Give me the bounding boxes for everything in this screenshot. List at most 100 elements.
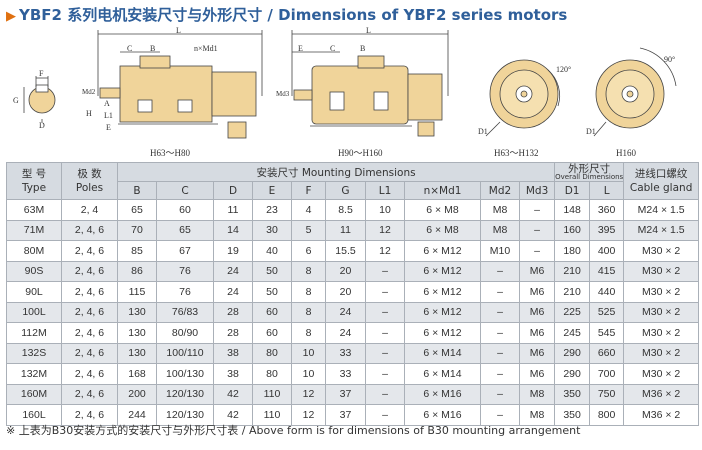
table-cell: 180 (554, 240, 591, 262)
table-cell: 2, 4, 6 (61, 342, 118, 364)
table-cell: M8 (518, 404, 556, 426)
table-cell: 90S (6, 260, 62, 282)
table-cell: – (480, 260, 520, 282)
table-cell: 70 (117, 219, 157, 241)
table-cell: 700 (589, 363, 625, 385)
table-cell: M30 × 2 (623, 363, 700, 385)
dim-label-D: D (39, 121, 45, 130)
table-cell: 8 (291, 301, 326, 323)
table-cell: 80 (252, 363, 292, 385)
table-cell: 30 (252, 219, 292, 241)
table-cell: – (365, 342, 405, 364)
header-col-nMd1: n×Md1 (404, 181, 481, 200)
table-cell: 65 (117, 199, 157, 221)
header-cable-gland: 进线口螺纹 Cable gland (623, 162, 700, 200)
table-cell: 24 (325, 322, 366, 344)
table-cell: M36 × 2 (623, 404, 700, 426)
table-cell: 210 (554, 281, 591, 303)
table-cell: 10 (291, 363, 326, 385)
table-cell: 76/83 (156, 301, 214, 323)
angle-label-90: 90° (664, 55, 675, 64)
table-cell: – (365, 260, 405, 282)
header-col-F: F (291, 181, 326, 200)
table-cell: 2, 4, 6 (61, 322, 118, 344)
table-cell: 800 (589, 404, 625, 426)
table-cell: M24 × 1.5 (623, 219, 700, 241)
header-col-E: E (252, 181, 292, 200)
title-text: YBF2 系列电机安装尺寸与外形尺寸 / Dimensions of YBF2 … (19, 6, 568, 24)
header-col-Md2: Md2 (480, 181, 520, 200)
table-cell: 24 (213, 260, 253, 282)
table-cell: 110 (252, 383, 292, 405)
table-cell: 290 (554, 342, 591, 364)
table-cell: 160M (6, 383, 62, 405)
header-poles: 极 数 Poles (61, 162, 118, 200)
table-cell: – (365, 363, 405, 385)
table-cell: 120/130 (156, 404, 214, 426)
table-cell: 200 (117, 383, 157, 405)
table-cell: 395 (589, 219, 625, 241)
table-cell: – (480, 404, 520, 426)
table-cell: 440 (589, 281, 625, 303)
dim-label-D1-fig4: D1 (586, 127, 596, 136)
table-cell: – (480, 383, 520, 405)
table-cell: 28 (213, 301, 253, 323)
table-cell: – (518, 240, 556, 262)
dim-label-B-fig2: B (360, 44, 365, 53)
header-col-B: B (117, 181, 157, 200)
table-cell: 148 (554, 199, 591, 221)
table-cell: 28 (213, 322, 253, 344)
table-cell: 210 (554, 260, 591, 282)
table-cell: 360 (589, 199, 625, 221)
table-cell: M6 (518, 281, 556, 303)
table-cell: 110 (252, 404, 292, 426)
table-cell: 2, 4, 6 (61, 301, 118, 323)
table-cell: 245 (554, 322, 591, 344)
table-cell: 63M (6, 199, 62, 221)
table-cell: – (480, 322, 520, 344)
table-cell: 67 (156, 240, 214, 262)
header-model: 型 号 Type (6, 162, 62, 200)
table-cell: M10 (480, 240, 520, 262)
table-cell: 76 (156, 260, 214, 282)
table-header-row-2: B C D E F G L1 n×Md1 Md2 Md3 D1 L (7, 181, 699, 200)
dim-label-A: A (104, 99, 110, 108)
table-cell: 8 (291, 281, 326, 303)
table-cell: M8 (480, 219, 520, 241)
header-overall-dimensions: 外形尺寸 Overall Dimensions (554, 162, 625, 182)
motor-side-view-h90-h160: L E C B Md3 H90～H160 (276, 26, 449, 158)
table-cell: 100/110 (156, 342, 214, 364)
table-cell: 42 (213, 383, 253, 405)
table-cell: 6 × M14 (404, 363, 481, 385)
footnote: ※ 上表为B30安装方式的安装尺寸与外形尺寸表 / Above form is … (6, 424, 581, 437)
header-gland-en: Cable gland (629, 182, 693, 194)
table-cell: 33 (325, 342, 366, 364)
table-cell: 130 (117, 301, 157, 323)
table-cell: 160 (554, 219, 591, 241)
table-cell: 130 (117, 322, 157, 344)
table-cell: 112M (6, 322, 62, 344)
table-cell: M8 (480, 199, 520, 221)
table-cell: 50 (252, 260, 292, 282)
table-cell: 6 × M12 (404, 301, 481, 323)
table-cell: 400 (589, 240, 625, 262)
header-col-C: C (156, 181, 214, 200)
header-overall-en: Overall Dimensions (555, 172, 624, 181)
page-title: ▶YBF2 系列电机安装尺寸与外形尺寸 / Dimensions of YBF2… (6, 4, 567, 26)
table-cell: 120/130 (156, 383, 214, 405)
table-cell: 80/90 (156, 322, 214, 344)
table-cell: 8 (291, 322, 326, 344)
motor-side-view-h63-h80: L C B n×Md1 Md2 H L1 E A H63～H80 (82, 26, 263, 158)
table-cell: 750 (589, 383, 625, 405)
table-cell: 12 (291, 383, 326, 405)
dim-label-C-fig1: C (127, 44, 132, 53)
table-cell: M30 × 2 (623, 240, 700, 262)
header-col-L1: L1 (365, 181, 405, 200)
table-cell: 11 (325, 219, 366, 241)
